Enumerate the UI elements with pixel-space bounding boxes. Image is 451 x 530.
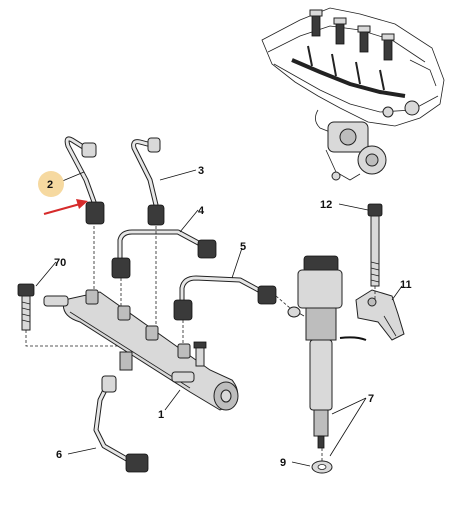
highlight-circle xyxy=(38,171,64,197)
part-5-injector-pipe xyxy=(173,275,277,321)
label-part-1: 1 xyxy=(158,409,164,421)
label-part-3: 3 xyxy=(198,165,204,177)
part-3-injector-pipe xyxy=(131,137,165,226)
label-part-7: 7 xyxy=(368,393,374,405)
alignment-dashed-lines xyxy=(25,226,376,461)
part-2-injector-pipe xyxy=(64,136,105,225)
label-part-2: 2 xyxy=(47,179,53,191)
label-part-9: 9 xyxy=(280,457,286,469)
part-70-bolt xyxy=(17,283,35,331)
red-arrow-icon xyxy=(43,199,88,216)
part-11-injector-clamp xyxy=(355,289,405,341)
leader-lines xyxy=(35,169,403,467)
part-12-bolt xyxy=(367,203,383,287)
part-4-injector-pipe xyxy=(111,229,217,279)
label-part-70: 70 xyxy=(54,257,66,269)
engine-head-overview xyxy=(261,7,445,181)
label-part-4: 4 xyxy=(198,205,205,217)
label-part-12: 12 xyxy=(320,199,332,211)
label-part-11: 11 xyxy=(400,279,412,291)
engine-injector-row xyxy=(309,9,395,61)
label-part-6: 6 xyxy=(56,449,62,461)
part-9-washer xyxy=(311,460,333,474)
engine-fuel-pump xyxy=(325,121,387,181)
part-6-supply-pipe xyxy=(93,375,149,473)
part-7-injector xyxy=(287,255,367,449)
label-part-5: 5 xyxy=(240,241,246,253)
part-1-fuel-rail xyxy=(43,289,239,411)
